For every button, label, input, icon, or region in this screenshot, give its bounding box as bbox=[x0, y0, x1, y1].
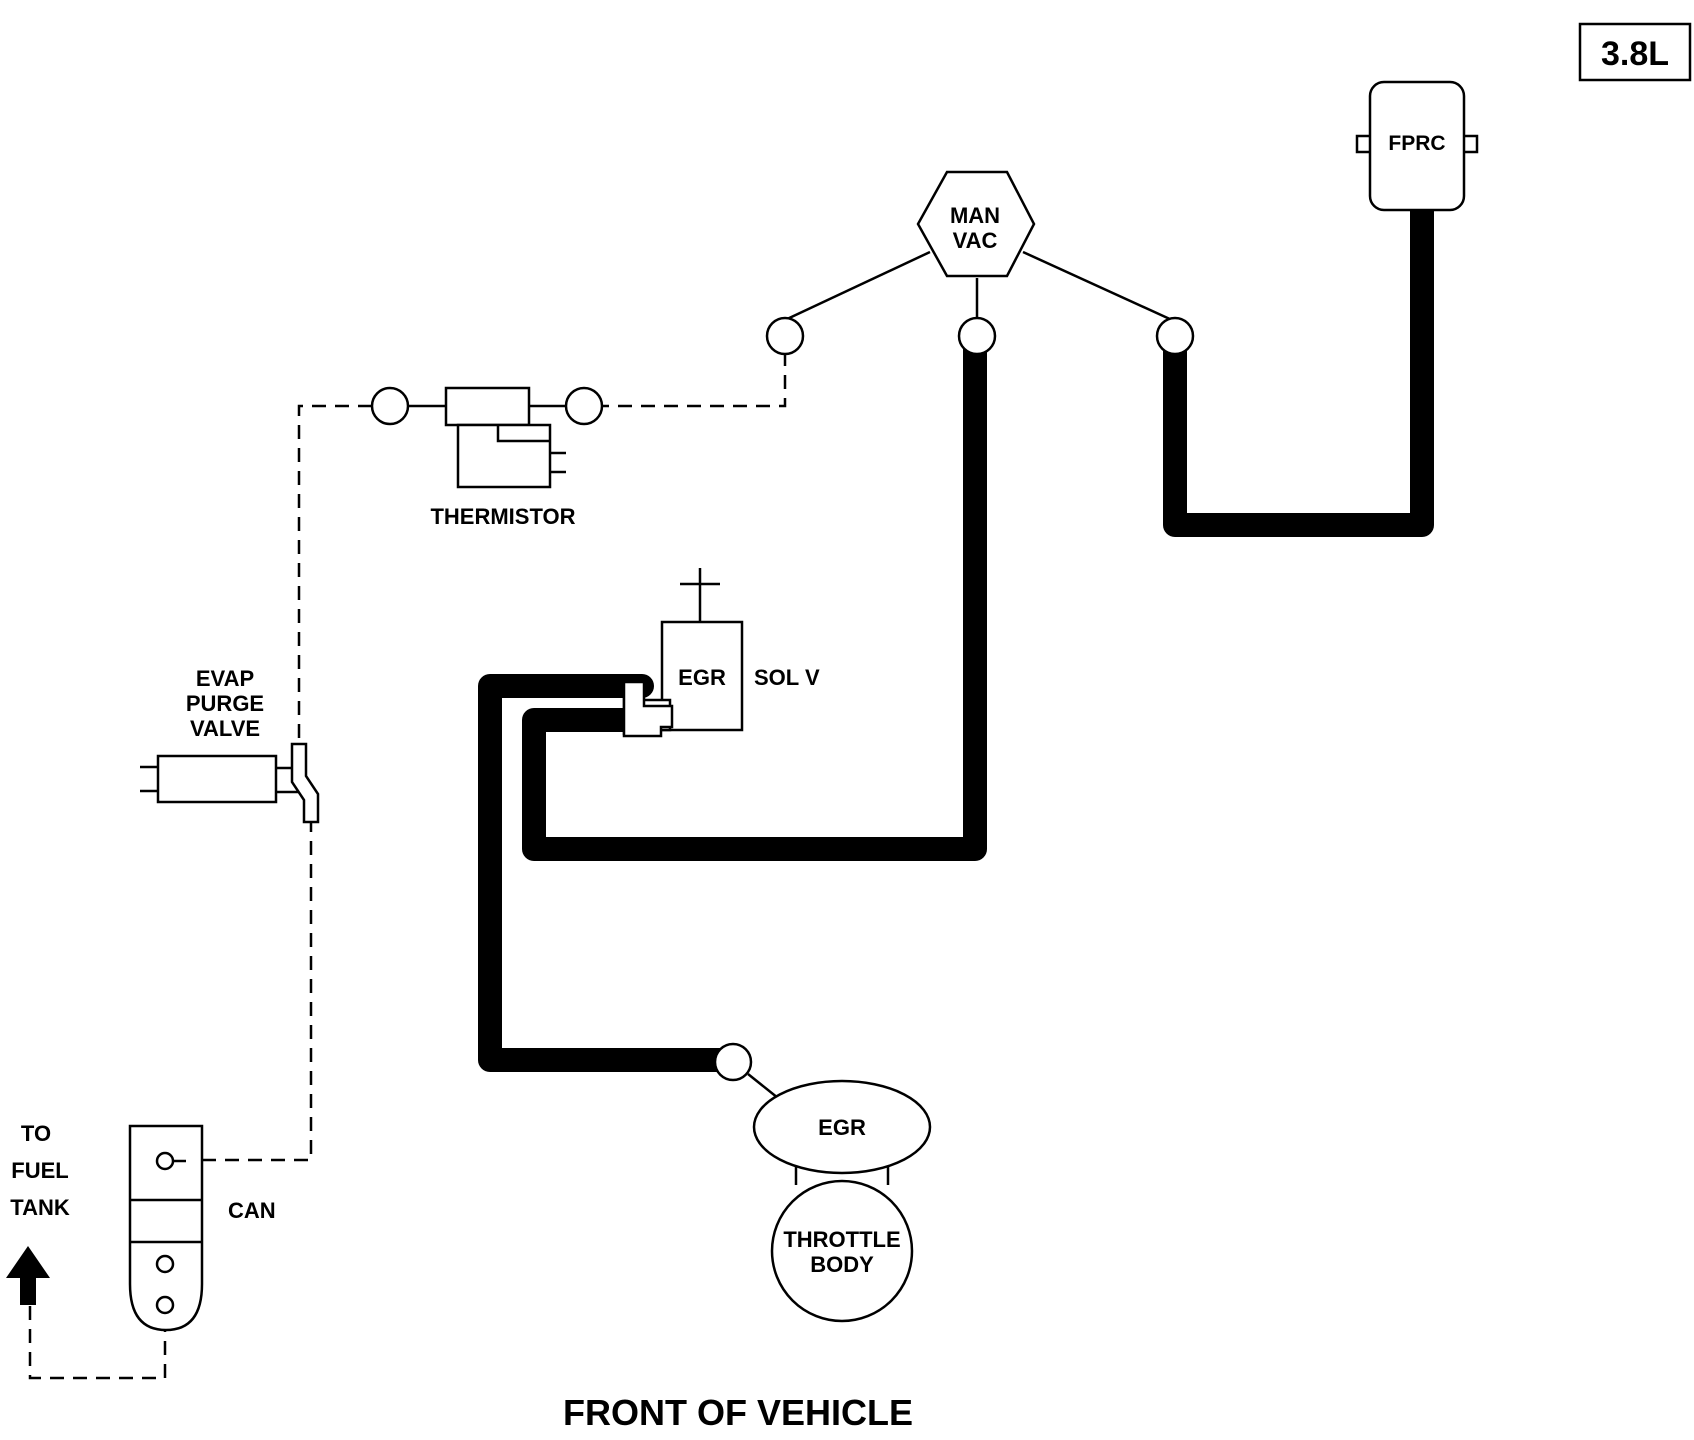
evap-label-line1: EVAP bbox=[196, 666, 254, 691]
egr-valve-port bbox=[713, 1042, 753, 1082]
to-fuel-tank: TO FUEL TANK bbox=[6, 1121, 70, 1305]
hose-manvac-to-egr-solenoid bbox=[522, 324, 987, 861]
canister-label: CAN bbox=[228, 1198, 276, 1223]
engine-badge: 3.8L bbox=[1578, 22, 1692, 82]
throttle-body-label-line1: THROTTLE bbox=[783, 1227, 900, 1252]
throttle-body-label-line2: BODY bbox=[810, 1252, 874, 1277]
fprc-label: FPRC bbox=[1388, 132, 1445, 155]
egr-solenoid-label: EGR bbox=[678, 665, 726, 690]
egr-solenoid-side-label: SOL V bbox=[754, 665, 820, 690]
fuel-tank-label-line1: TO bbox=[21, 1121, 51, 1146]
thermistor-port-left bbox=[370, 386, 410, 426]
fuel-tank-label-line3: TANK bbox=[10, 1195, 70, 1220]
egr-valve-label: EGR bbox=[818, 1115, 866, 1140]
evap-label-line3: VALVE bbox=[190, 716, 260, 741]
evap-purge-valve: EVAP PURGE VALVE bbox=[140, 666, 320, 824]
man-vac-label-line2: VAC bbox=[953, 228, 998, 253]
front-of-vehicle-label: FRONT OF VEHICLE bbox=[563, 1392, 913, 1433]
dashed-line-evap-to-canister bbox=[180, 818, 313, 1162]
engine-badge-text: 3.8L bbox=[1601, 35, 1669, 73]
charcoal-canister: CAN bbox=[128, 1124, 276, 1332]
fprc: FPRC bbox=[1355, 80, 1479, 212]
egr-vacuum-solenoid: EGR SOL V bbox=[622, 568, 820, 738]
dashed-line-thermistor-to-evap bbox=[297, 404, 372, 742]
manvac-port-center bbox=[957, 316, 997, 356]
fuel-tank-label-line2: FUEL bbox=[11, 1158, 68, 1183]
thermistor-port-right bbox=[564, 386, 604, 426]
arrow-up-icon bbox=[6, 1246, 50, 1305]
egr-valve-and-throttle-body: EGR THROTTLE BODY bbox=[747, 1073, 932, 1323]
evap-label-line2: PURGE bbox=[186, 691, 264, 716]
dashed-line-canister-to-tank bbox=[28, 1300, 167, 1380]
manvac-port-right bbox=[1155, 316, 1195, 356]
dashed-line-manvac-to-thermistor bbox=[602, 352, 787, 408]
man-vac-label-line1: MAN bbox=[950, 203, 1000, 228]
manifold-vacuum: MAN VAC bbox=[784, 170, 1173, 322]
hose-egr-solenoid-to-egr-valve bbox=[478, 674, 742, 1072]
thermistor-label: THERMISTOR bbox=[430, 504, 575, 529]
hose-manvac-to-fprc bbox=[1163, 193, 1434, 537]
manvac-port-left bbox=[765, 316, 805, 356]
thermistor: THERMISTOR bbox=[408, 386, 576, 529]
